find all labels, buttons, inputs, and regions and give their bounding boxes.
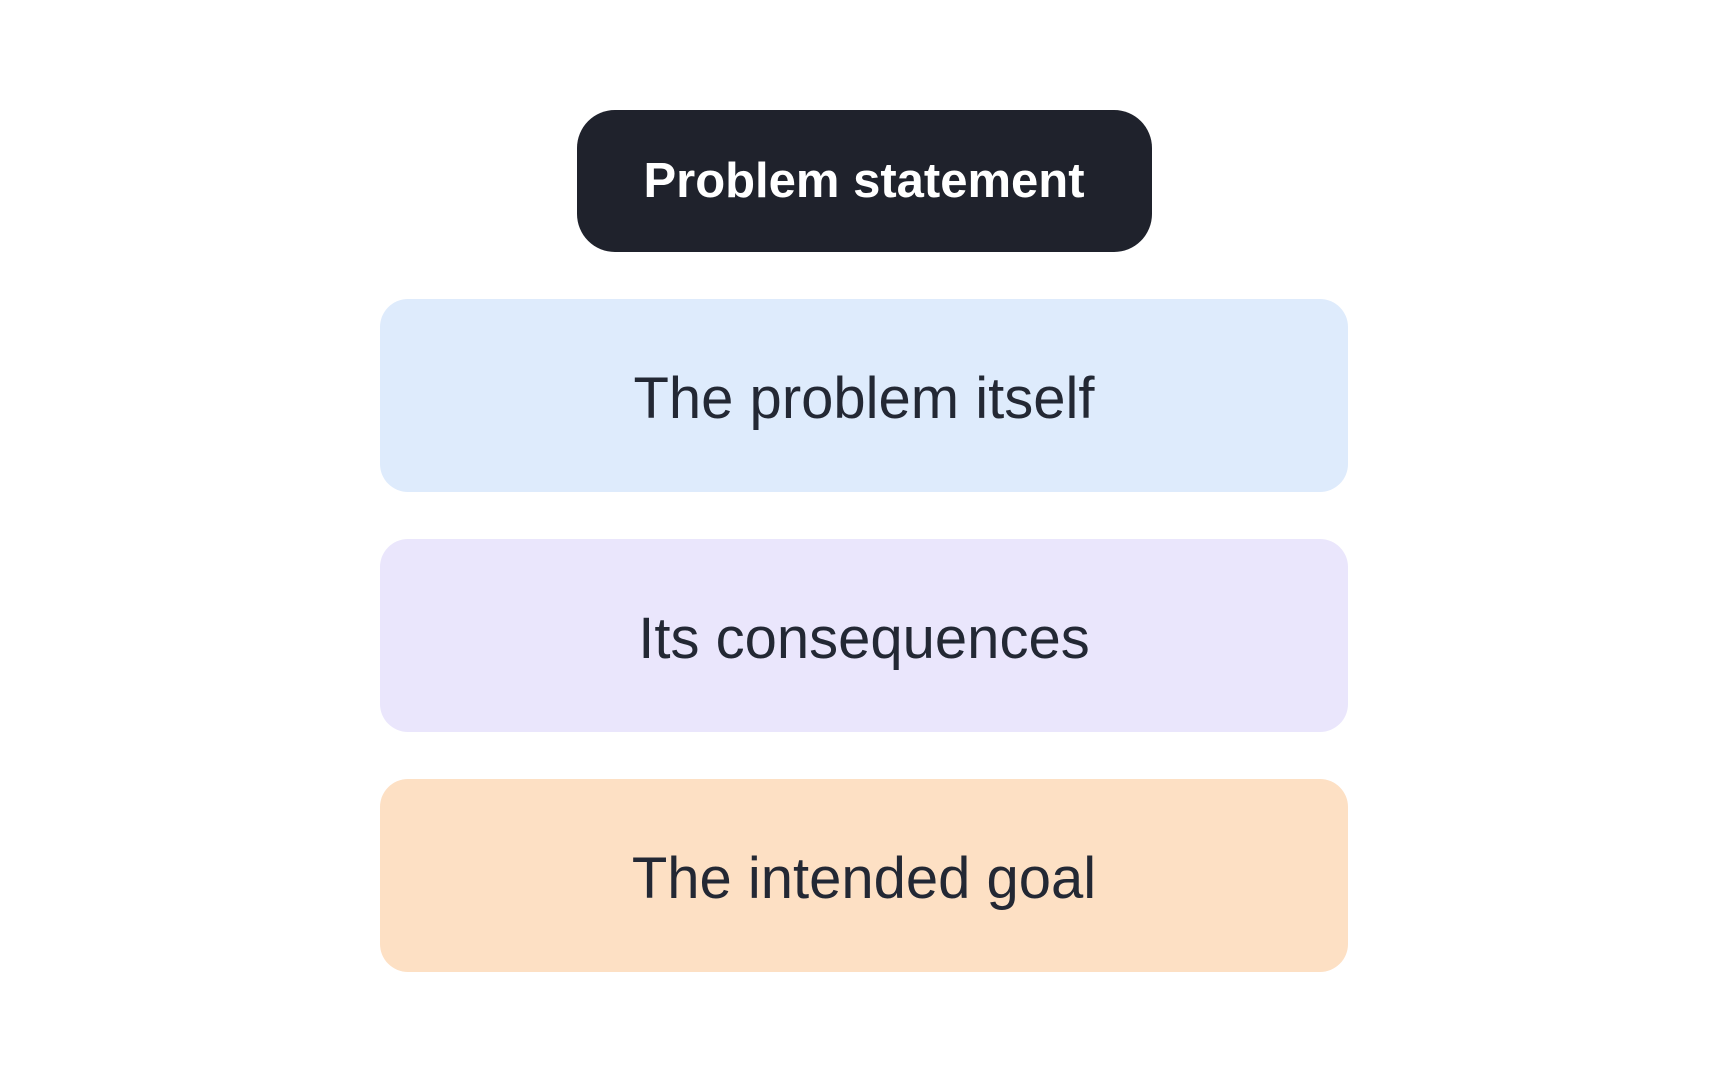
header-pill: Problem statement: [576, 110, 1152, 252]
header-label: Problem statement: [643, 153, 1085, 208]
box-label: The intended goal: [631, 845, 1097, 911]
box-label: The problem itself: [633, 365, 1095, 431]
box-the-intended-goal: The intended goal: [380, 779, 1348, 972]
box-label: Its consequences: [638, 605, 1090, 671]
box-its-consequences: Its consequences: [380, 539, 1348, 732]
box-the-problem-itself: The problem itself: [380, 299, 1348, 492]
